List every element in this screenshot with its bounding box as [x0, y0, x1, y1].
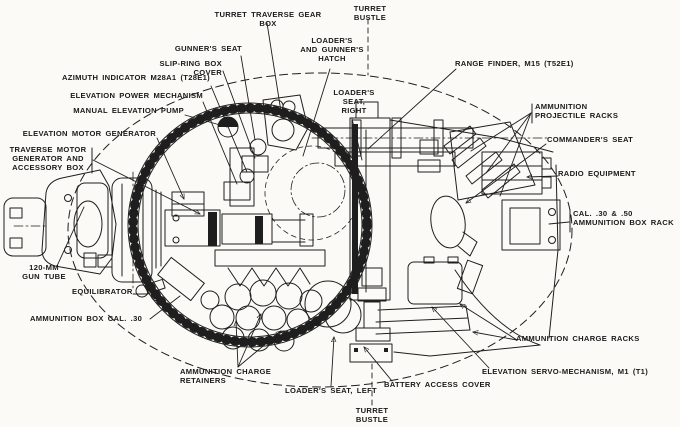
cal-30-50-rack-shape	[501, 199, 561, 251]
leader-battery-cover	[364, 347, 393, 382]
leader-azimuth	[210, 85, 248, 173]
battery-access-cover-shape	[349, 343, 393, 363]
label-radio-equipment: RADIO EQUIPMENT	[558, 169, 636, 178]
label-loaders-seat-right: LOADER'S SEAT, RIGHT	[333, 88, 375, 115]
label-ammunition-charge-racks: AMMUNITION CHARGE RACKS	[516, 334, 640, 343]
leader-elev-servo	[432, 307, 490, 369]
label-turret-traverse-gear-box: TURRET TRAVERSE GEAR BOX	[214, 10, 322, 28]
hatch-opening	[264, 145, 360, 241]
leader-gunners-seat	[240, 55, 256, 141]
commanders-seat-shape	[430, 195, 478, 257]
label-loaders-seat-left: LOADER'S SEAT, LEFT	[285, 386, 377, 395]
label-brackets	[91, 103, 571, 233]
leader-retainers-1	[236, 321, 238, 368]
leader-charge-racks-2	[460, 303, 518, 341]
leader-turret-traverse-gear-box	[266, 22, 283, 119]
gun-breech	[164, 209, 314, 247]
gun-cradle	[111, 171, 162, 289]
leader-radio	[527, 176, 559, 177]
leader-slip-ring	[222, 70, 256, 159]
leader-hatch	[302, 68, 331, 157]
traverse-gear-box-shape	[262, 94, 309, 151]
leader-projectile-racks-1	[470, 112, 532, 152]
leader-retainers-2	[237, 314, 261, 368]
label-slip-ring-box-cover: SLIP-RING BOX COVER	[159, 59, 222, 77]
label-battery-access-cover: BATTERY ACCESS COVER	[384, 380, 491, 389]
label-traverse-motor-generator: TRAVERSE MOTOR GENERATOR AND ACCESSORY B…	[9, 145, 87, 172]
leader-loaders-seat-left	[330, 337, 334, 387]
projectile-racks-shape	[443, 121, 536, 201]
elevation-servo-shape	[407, 256, 484, 305]
gun-shield	[41, 169, 117, 275]
seat-pedestal	[355, 267, 391, 342]
charge-retainers-shape	[200, 249, 326, 352]
label-ammunition-box-cal-30: AMMUNITION BOX CAL. .30	[30, 314, 143, 323]
leader-elev-motor-gen	[156, 137, 185, 199]
label-cal-30-50-ammunition-box-rack: CAL. .30 & .50 AMMUNITION BOX RACK	[573, 209, 674, 227]
label-ammunition-projectile-racks: AMMUNITION PROJECTILE RACKS	[535, 102, 619, 120]
leader-lines	[56, 18, 570, 406]
leader-projectile-racks-3	[499, 112, 532, 197]
ammo-box-cal30-shape	[157, 256, 205, 302]
label-commanders-seat: COMMANDER'S SEAT	[547, 135, 634, 144]
radio-equipment-shape	[481, 151, 552, 195]
label-azimuth-indicator: AZIMUTH INDICATOR M28A1 (T28E1)	[62, 73, 210, 82]
label-manual-elevation-pump: MANUAL ELEVATION PUMP	[73, 106, 184, 115]
label-elevation-power-mechanism: ELEVATION POWER MECHANISM	[70, 91, 203, 100]
leader-cal-rack	[548, 221, 570, 225]
label-range-finder: RANGE FINDER, M15 (T52E1)	[455, 59, 574, 68]
turret-bustle-outline	[67, 72, 573, 388]
label-gunners-seat: GUNNER'S SEAT	[174, 44, 242, 53]
leader-manual-pump	[184, 114, 228, 128]
label-ammunition-charge-retainers: AMMUNITION CHARGE RETAINERS	[180, 367, 272, 385]
leader-charge-racks-1	[473, 332, 518, 341]
label-turret-bustle-bottom: TURRET BUSTLE	[355, 406, 389, 424]
leader-projectile-racks-2	[485, 112, 532, 174]
label-gun-tube-120mm: 120-MM GUN TUBE	[22, 263, 66, 281]
label-elevation-servo-mechanism: ELEVATION SERVO-MECHANISM, M1 (T1)	[482, 367, 649, 376]
loaders-seat-left-shape	[304, 280, 362, 334]
label-equilibrator: EQUILIBRATOR	[72, 287, 133, 296]
label-elevation-motor-generator: ELEVATION MOTOR GENERATOR	[22, 129, 156, 138]
bustle-structure	[389, 119, 559, 357]
leader-commanders-seat	[466, 143, 547, 203]
ring-components	[171, 155, 269, 217]
leader-loaders-seat-right	[351, 118, 363, 161]
loaders-seat-right-panel	[349, 101, 391, 301]
gun-tube-mount	[3, 197, 47, 257]
leader-range-finder	[367, 68, 457, 150]
leader-retainers-3	[237, 331, 281, 368]
leader-elev-power	[202, 101, 238, 185]
leader-ammo-box-30	[149, 295, 181, 320]
label-turret-bustle-top: TURRET BUSTLE	[353, 4, 387, 22]
leader-gun-tube	[56, 206, 85, 267]
equilibrator-shape	[135, 278, 166, 301]
leader-traverse-motor-gen	[92, 159, 200, 215]
label-loaders-and-gunners-hatch: LOADER'S AND GUNNER'S HATCH	[300, 36, 364, 63]
